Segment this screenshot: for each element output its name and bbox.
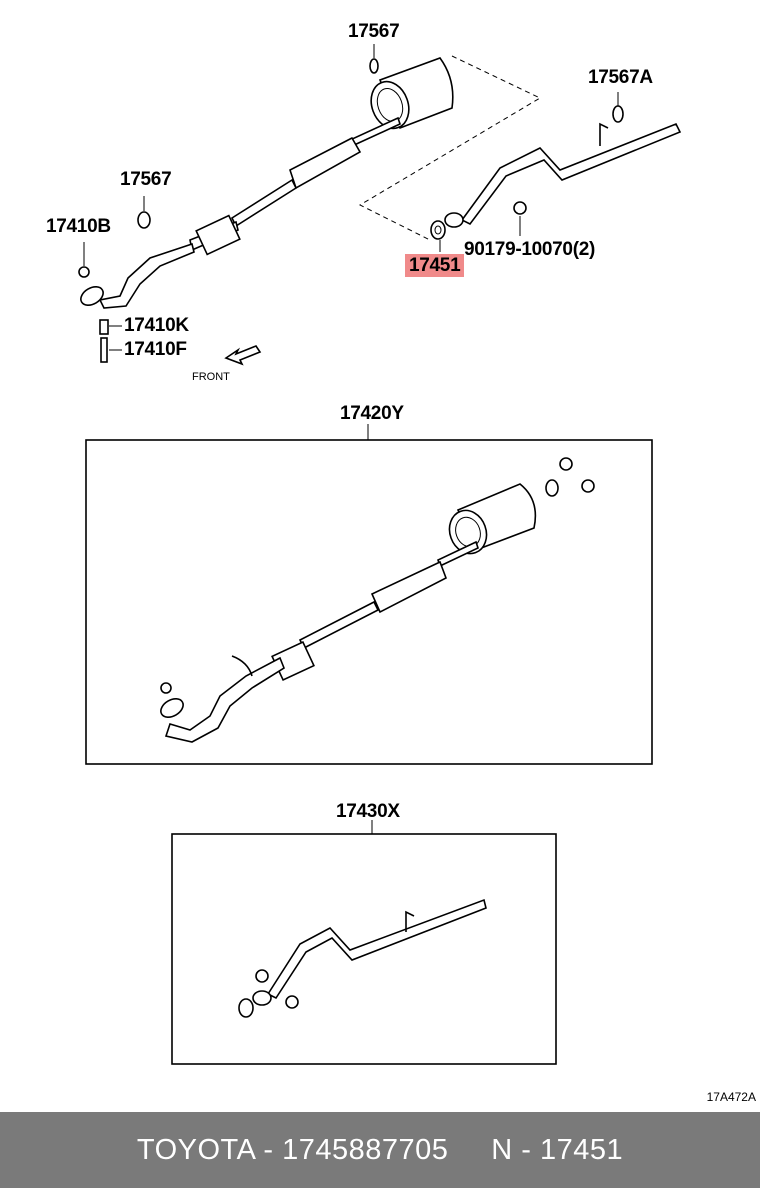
front-arrow-icon	[224, 345, 262, 366]
gasket-17451	[430, 220, 446, 240]
box-17420y	[85, 439, 653, 765]
label-17451-highlighted[interactable]: 17451	[405, 254, 465, 277]
muffler-top	[370, 57, 454, 130]
front-direction-label: FRONT	[192, 371, 230, 383]
nut-17410b	[78, 266, 90, 278]
label-17567a[interactable]: 17567A	[588, 67, 653, 88]
ring-17567-front	[137, 211, 151, 229]
footer-n-value: 17451	[539, 1133, 624, 1166]
footer-brand: TOYOTA	[136, 1133, 255, 1166]
ring-17567a	[612, 105, 624, 123]
label-17567-top[interactable]: 17567	[348, 21, 400, 42]
label-90179-10070[interactable]: 90179-10070(2)	[464, 239, 596, 260]
diagram-drawing	[78, 44, 682, 1065]
footer-text: TOYOTA - 1745887705 N - 17451	[137, 1134, 623, 1167]
dashed-link	[358, 55, 542, 241]
center-pipe-top	[80, 116, 401, 309]
label-17410b[interactable]: 17410B	[46, 216, 111, 237]
footer-sep-2: -	[521, 1133, 532, 1166]
ring-17567-top	[369, 58, 379, 74]
footer-part-number: 1745887705	[282, 1133, 449, 1166]
label-17567-front[interactable]: 17567	[120, 169, 172, 190]
bolt-spring	[99, 319, 122, 363]
diagram-reference-code: 17A472A	[706, 1090, 756, 1104]
footer-n-label: N	[491, 1133, 513, 1166]
label-17410k[interactable]: 17410K	[124, 315, 189, 336]
assembly-17430x	[238, 898, 487, 1018]
label-17420y[interactable]: 17420Y	[340, 403, 404, 424]
exhaust-parts-diagram: 17567 17567A 17567 17410B 17410K 17410F …	[46, 21, 756, 1104]
assembly-17420y	[160, 457, 595, 743]
footer-bar: TOYOTA - 1745887705 N - 17451	[0, 1112, 760, 1188]
label-17410f[interactable]: 17410F	[124, 339, 187, 360]
tail-pipe-top	[430, 122, 682, 252]
box-17430x	[171, 833, 557, 1065]
label-17430x[interactable]: 17430X	[336, 801, 400, 822]
footer-sep-1: -	[263, 1133, 274, 1166]
